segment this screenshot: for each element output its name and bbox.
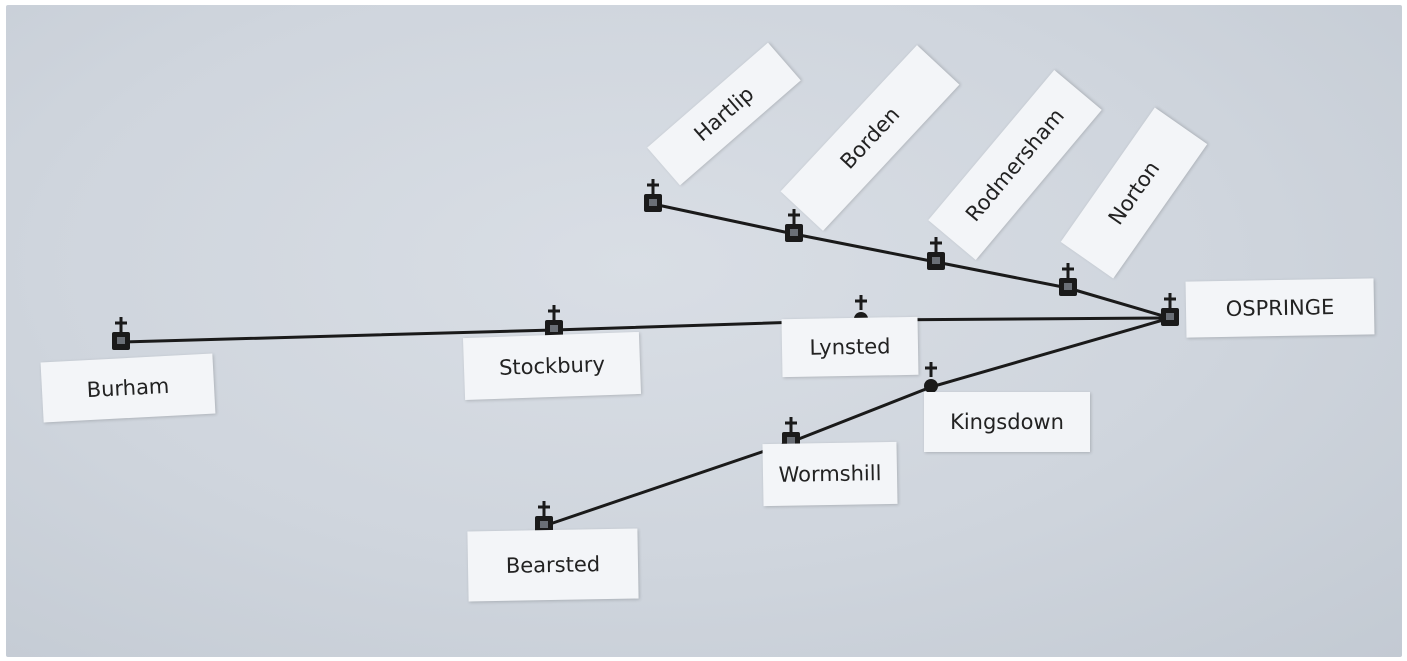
label-kingsdown: Kingsdown: [924, 392, 1090, 452]
label-ospringe-text: OSPRINGE: [1225, 295, 1335, 321]
church-icon: [1059, 263, 1077, 296]
label-wormshill-text: Wormshill: [778, 461, 882, 487]
label-stockbury-text: Stockbury: [498, 352, 606, 380]
link-kingsdown-ospringe: [929, 316, 1172, 389]
label-burham: Burham: [40, 353, 216, 423]
link-norton-ospringe: [1066, 286, 1172, 320]
label-lynsted: Lynsted: [781, 316, 919, 378]
link-burham-stockbury: [119, 328, 556, 344]
link-rodmersham-norton: [934, 260, 1070, 290]
church-icon: [1161, 293, 1179, 326]
label-burham-text: Burham: [86, 373, 170, 403]
label-bearsted: Bearsted: [467, 528, 639, 602]
connection-lines: [119, 202, 1172, 528]
label-wormshill: Wormshill: [762, 441, 898, 507]
church-icon: [545, 305, 563, 338]
church-icon: [644, 179, 662, 212]
link-wormshill-kingsdown: [789, 385, 933, 444]
church-icon: [112, 317, 130, 350]
church-icon: [927, 237, 945, 270]
label-kingsdown-text: Kingsdown: [950, 410, 1064, 434]
place-symbols: [112, 179, 1179, 534]
label-ospringe: OSPRINGE: [1185, 278, 1375, 338]
chapel-icon: [924, 362, 938, 393]
label-lynsted-text: Lynsted: [809, 334, 891, 360]
link-bearsted-wormshill: [542, 440, 793, 528]
label-norton-text: Norton: [1103, 156, 1165, 230]
link-borden-rodmersham: [792, 232, 938, 264]
link-hartlip-borden: [651, 202, 796, 236]
label-stockbury: Stockbury: [462, 331, 642, 401]
church-icon: [785, 209, 803, 242]
label-bearsted-text: Bearsted: [505, 552, 601, 578]
